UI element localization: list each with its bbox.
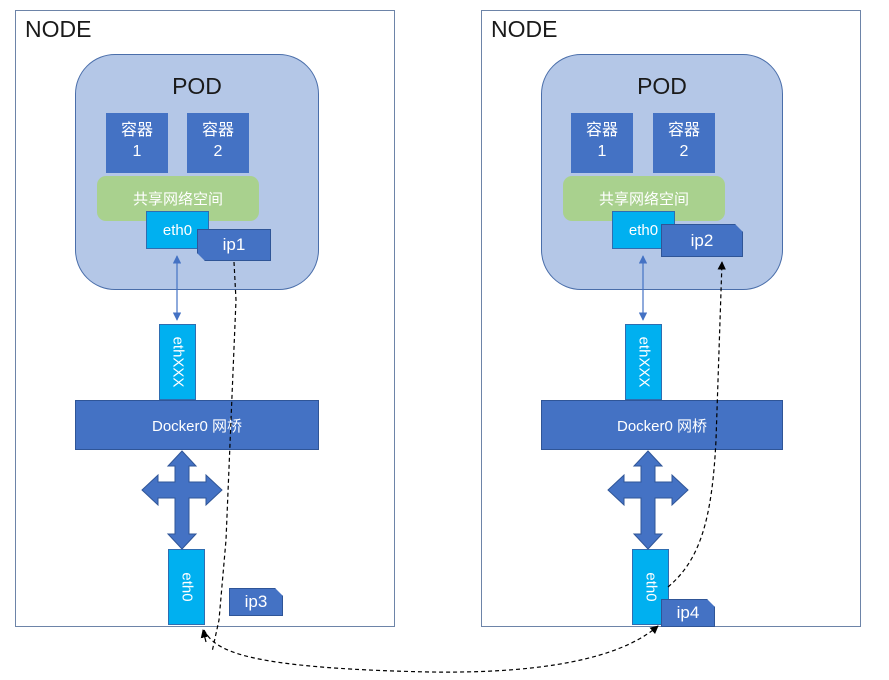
veth-left: ethXXX [159,324,196,400]
container-left-2-number: 2 [213,143,223,160]
container-left-1: 容器 1 [106,113,168,173]
container-right-1-number: 1 [597,143,607,160]
container-right-1: 容器 1 [571,113,633,173]
container-left-2-label: 容器 [201,122,234,139]
ip-tag-ip4: ip4 [661,599,715,627]
node-right-title: NODE [491,16,558,42]
container-left-2: 容器 2 [187,113,249,173]
container-right-1-label: 容器 [585,122,618,139]
container-left-1-label: 容器 [120,122,153,139]
pod-left-title: POD [172,73,222,99]
host-eth0-left: eth0 [168,549,205,625]
node-left-title: NODE [25,16,92,42]
ip-tag-ip1: ip1 [197,229,271,261]
dashed-arrow-left-eth0 [200,629,209,643]
dashed-path-to-ip2 [667,261,726,588]
router-right-arrow [607,450,689,550]
veth-right: ethXXX [625,324,662,400]
dashed-path-ip1-down [211,261,237,653]
router-left-arrow [141,450,223,550]
container-right-2-number: 2 [679,143,689,160]
pod-right-title: POD [637,73,687,99]
docker0-bridge-right: Docker0 网桥 [541,400,783,450]
ip-tag-ip3: ip3 [229,588,283,616]
container-left-1-number: 1 [132,143,142,160]
container-right-2: 容器 2 [653,113,715,173]
container-right-2-label: 容器 [667,122,700,139]
ip-tag-ip2: ip2 [661,224,743,257]
docker0-bridge-left: Docker0 网桥 [75,400,319,450]
dashed-path-host-to-host [203,625,659,673]
